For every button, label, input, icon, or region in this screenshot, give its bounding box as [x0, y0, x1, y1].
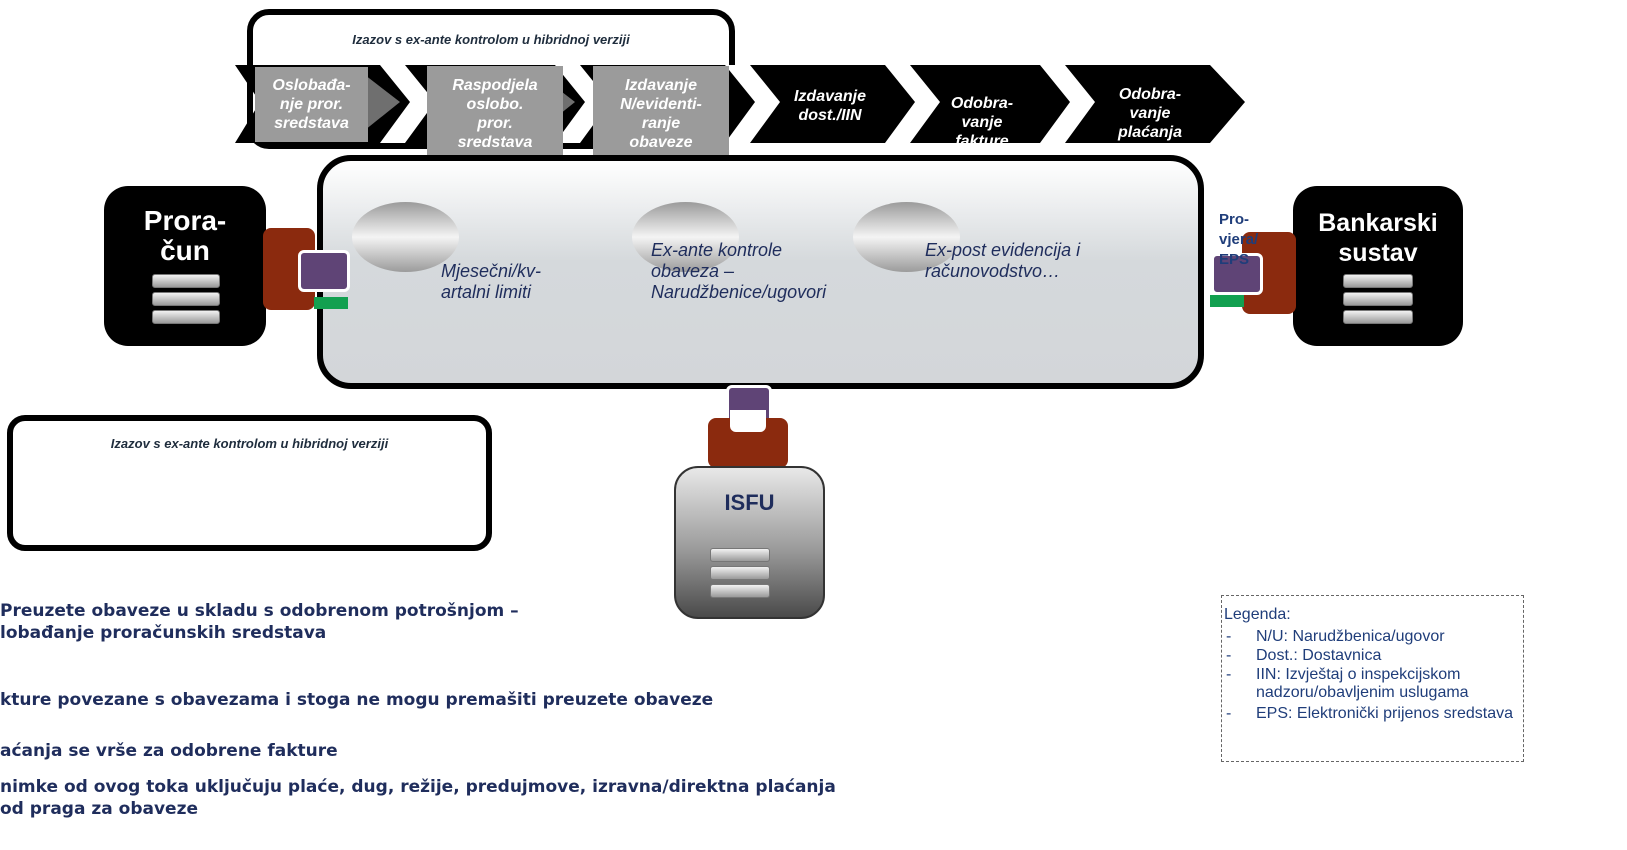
- chevron-divider-5: [1040, 65, 1095, 143]
- proracun-title: Prora- čun: [143, 205, 227, 266]
- bankarski-system: Bankarski sustav: [1293, 186, 1463, 346]
- legend-item-text: IIN: Izvještaj o inspekcijskom nadzoru/o…: [1256, 666, 1469, 701]
- proracun-system: Prora- čun: [104, 186, 266, 346]
- database-disk: [1343, 292, 1413, 306]
- control-panel: [317, 155, 1204, 389]
- bottom-frame-title: Izazov s ex-ante kontrolom u hibridnoj v…: [110, 436, 389, 451]
- bullet-line-4: aćanja se vrše za odobrene fakture: [0, 741, 338, 761]
- right-connector-green: [1210, 295, 1244, 307]
- bullet-line-6: od praga za obaveze: [0, 799, 198, 819]
- isfu-system: ISFU: [674, 466, 825, 619]
- chevron-divider-3: [725, 65, 780, 143]
- right-connector-purple: [1211, 253, 1263, 295]
- legend-box: Legenda: -N/U: Narudžbenica/ugovor -Dost…: [1221, 595, 1524, 762]
- legend-item: -EPS: Elektronički prijenos sredstava: [1226, 705, 1513, 722]
- control-ellipse-1: [352, 202, 459, 272]
- control-ex-post: Ex-post evidencija i računovodstvo…: [925, 240, 1081, 281]
- bullet-line-3: kture povezane s obavezama i stoga ne mo…: [0, 690, 714, 710]
- step-oslobadanje: Oslobađa- nje pror. sredstava: [255, 67, 368, 142]
- bullet-line-2: lobađanje proračunskih sredstava: [0, 623, 327, 643]
- step-odobravanje-placanja: Odobra- vanje plaćanja: [1117, 86, 1183, 141]
- gray-arrow-1: [365, 75, 400, 130]
- database-disk: [1343, 274, 1413, 288]
- step-izdavanje-n: Izdavanje N/evidenti- ranje obaveze: [593, 66, 729, 162]
- legend-item-text: N/U: Narudžbenica/ugovor: [1256, 628, 1445, 645]
- control-limiti: Mjesečni/kv- artalni limiti: [441, 261, 542, 302]
- legend-item: -IIN: Izvještaj o inspekcijskom nadzoru/…: [1226, 666, 1516, 701]
- chevron-divider-4: [885, 65, 940, 143]
- bullet-line-5: nimke od ovog toka uključuju plaće, dug,…: [0, 777, 836, 797]
- control-ellipse-2: [632, 202, 739, 272]
- step-izdavanje-dost: Izdavanje dost./IIN: [793, 88, 867, 124]
- left-connector-green: [314, 297, 348, 309]
- database-disk: [710, 566, 770, 580]
- database-disk: [152, 292, 220, 306]
- bullet-line-1: Preuzete obaveze u skladu s odobrenom po…: [0, 601, 519, 621]
- top-frame-title: Izazov s ex-ante kontrolom u hibridnoj v…: [352, 32, 630, 47]
- database-disk: [152, 310, 220, 324]
- step-raspodjela: Raspodjela oslobo. pror. sredstava: [427, 66, 563, 162]
- chevron-divider-1: [380, 65, 435, 143]
- database-disk: [152, 274, 220, 288]
- left-connector-purple: [298, 250, 350, 292]
- legend-item-text: EPS: Elektronički prijenos sredstava: [1256, 705, 1513, 722]
- bottom-challenge-frame: Izazov s ex-ante kontrolom u hibridnoj v…: [7, 415, 492, 551]
- control-ex-ante: Ex-ante kontrole obaveza – Narudžbenice/…: [651, 240, 827, 302]
- database-disk: [710, 584, 770, 598]
- provjera-eps-label: Pro- vjera/ EPS: [1219, 211, 1259, 268]
- legend-item: -N/U: Narudžbenica/ugovor: [1226, 628, 1445, 645]
- legend-item-text: Dost.: Dostavnica: [1256, 647, 1382, 664]
- isfu-title: ISFU: [724, 490, 775, 515]
- isfu-connector-brown-inner: [730, 410, 766, 432]
- step-odobravanje-fakture: Odobra- vanje fakture: [950, 95, 1014, 149]
- database-disk: [1343, 310, 1413, 324]
- control-ellipse-3: [853, 202, 960, 272]
- legend-title: Legenda:: [1224, 606, 1291, 623]
- legend-item: -Dost.: Dostavnica: [1226, 647, 1382, 664]
- database-disk: [710, 548, 770, 562]
- bankarski-title: Bankarski sustav: [1318, 209, 1438, 267]
- process-chevron-band: [235, 65, 1245, 143]
